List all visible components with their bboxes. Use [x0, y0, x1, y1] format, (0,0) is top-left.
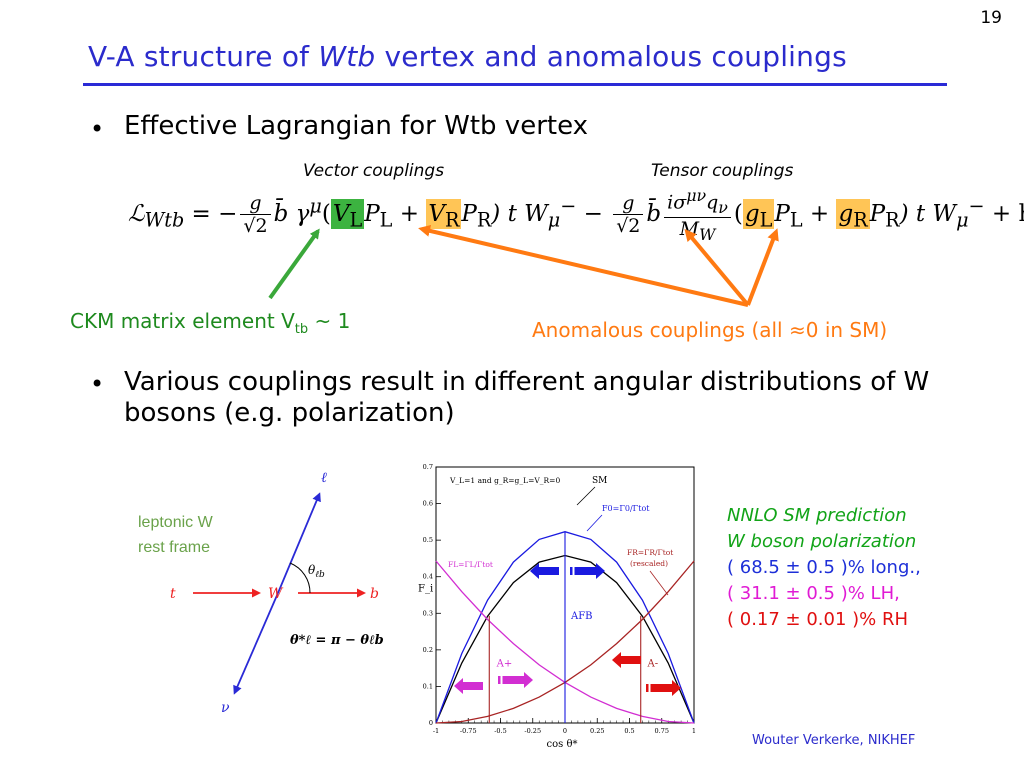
- label-fl: FL=ΓL/Γtot: [448, 560, 493, 569]
- fl-right-arrow-dash: [498, 676, 501, 684]
- title-underline: [83, 83, 947, 86]
- x-axis-label: cos θ*: [547, 739, 578, 750]
- label-afb: AFB: [570, 611, 593, 622]
- gr-coupling: gR: [836, 198, 870, 232]
- y-tick-label: 0: [429, 719, 433, 727]
- vr-coupling: VR: [426, 198, 462, 232]
- eq-sign: = −: [184, 200, 238, 227]
- page-number: 19: [980, 8, 1002, 28]
- x-tick-label: 0.25: [590, 727, 604, 735]
- anomalous-arrow-gl: [684, 228, 750, 307]
- y-tick-label: 0.7: [423, 463, 433, 471]
- fr-right-arrow: [652, 680, 681, 696]
- ell-label: ℓ: [321, 470, 327, 486]
- vl-coupling: VL: [330, 198, 365, 232]
- f0-pointer: [586, 514, 603, 532]
- y-tick-label: 0.2: [423, 646, 433, 654]
- b-gamma: b̄ γ: [273, 200, 310, 227]
- label-fr-rescaled: (rescaled): [630, 559, 668, 568]
- ckm-arrow: [268, 228, 320, 300]
- frac-g-sqrt2: g√2: [240, 192, 271, 237]
- anomalous-arrow-gr: [746, 228, 779, 306]
- bullet-1: Effective Lagrangian for Wtb vertex: [124, 111, 589, 141]
- bullet-dot-1: •: [90, 115, 105, 143]
- lepton-arrow: [277, 492, 321, 594]
- bullet-2: Various couplings result in different an…: [124, 367, 930, 428]
- f0-right-arrow-dash: [574, 567, 577, 575]
- y-tick-label: 0.5: [423, 536, 433, 544]
- f0-right-arrow-dash: [570, 567, 573, 575]
- vector-couplings-label: Vector couplings: [303, 161, 445, 181]
- fl-left-arrow: [454, 678, 483, 694]
- anomalous-arrow-vr: [418, 224, 749, 307]
- y-tick-label: 0.1: [423, 682, 433, 690]
- footer-author: Wouter Verkerke, NIKHEF: [752, 733, 916, 748]
- nnlo-longitudinal: ( 68.5 ± 0.5 )% long.,: [727, 557, 921, 578]
- fl-right-arrow: [504, 672, 533, 688]
- sm-pointer: [576, 486, 596, 506]
- x-tick-label: -1: [433, 727, 439, 735]
- neutrino-arrow: [233, 592, 279, 695]
- nnlo-right-handed: ( 0.17 ± 0.01 )% RH: [727, 609, 909, 630]
- nnlo-left-handed: ( 31.1 ± 0.5 )% LH,: [727, 583, 900, 604]
- chart-annotation: V_L=1 and g_R=g_L=V_R=0: [449, 476, 560, 485]
- f0-right-arrow: [576, 563, 605, 579]
- x-tick-label: -0.5: [494, 727, 507, 735]
- title-em: Wtb: [318, 40, 376, 73]
- fr-pointer: [649, 570, 669, 596]
- x-tick-label: -0.75: [460, 727, 477, 735]
- y-tick-label: 0.3: [423, 609, 433, 617]
- slide-title: V-A structure of Wtb vertex and anomalou…: [88, 40, 847, 73]
- fl-right-arrow-dash: [502, 676, 505, 684]
- anomalous-couplings-label: Anomalous couplings (all ≈0 in SM): [532, 318, 888, 342]
- label-aplus: A+: [496, 658, 513, 669]
- x-tick-label: 1: [692, 727, 696, 735]
- label-fr: FR=ΓR/Γtot: [627, 548, 673, 557]
- gl-coupling: gL: [742, 198, 775, 232]
- title-pre: V-A structure of: [88, 40, 319, 73]
- b-label: b: [370, 586, 379, 602]
- tensor-couplings-label: Tensor couplings: [651, 161, 794, 181]
- polarization-chart: -1 -0.75 -0.5 -0.25 0 0.25 0.5 0.75 1 0 0.1 0.2 0.3 0…: [418, 463, 696, 750]
- nnlo-line2: W boson polarization: [727, 531, 917, 552]
- x-tick-label: 0.75: [655, 727, 669, 735]
- label-aminus: A-: [647, 658, 659, 669]
- x-tick-label: 0.5: [624, 727, 634, 735]
- fr-right-arrow-dash: [650, 684, 653, 692]
- theta-formula: θ*ℓ = π − θℓb: [290, 633, 384, 648]
- y-tick-label: 0.4: [423, 573, 433, 581]
- t-label: t: [170, 586, 176, 602]
- label-f0: F0=Γ0/Γtot: [602, 504, 650, 513]
- wframe-label-1: leptonic W: [138, 514, 214, 531]
- theta-arc: [289, 562, 311, 594]
- fr-right-arrow-dash: [646, 684, 649, 692]
- w-label: W: [268, 586, 284, 602]
- fr-left-arrow: [612, 652, 641, 668]
- wframe-label-2: rest frame: [138, 539, 210, 556]
- f0-left-arrow: [530, 563, 559, 579]
- frac-g-sqrt2-2: g√2: [613, 192, 644, 237]
- x-tick-label: 0: [563, 727, 567, 735]
- w-rest-frame-diagram: leptonic W rest frame ℓ ν t W b θℓb θ*ℓ …: [138, 470, 384, 716]
- nnlo-prediction-box: NNLO SM prediction W boson polarization …: [727, 503, 921, 633]
- y-axis-label: F_i: [418, 583, 433, 594]
- lagrangian-lhs: ℒWtb: [128, 200, 185, 232]
- nnlo-line1: NNLO SM prediction: [727, 505, 907, 526]
- x-tick-label: -0.25: [524, 727, 541, 735]
- nu-label: ν: [221, 700, 230, 716]
- title-post: vertex and anomalous couplings: [375, 40, 847, 73]
- theta-label: θℓb: [308, 563, 325, 580]
- y-tick-label: 0.6: [423, 500, 433, 508]
- ckm-label: CKM matrix element Vtb ~ 1: [70, 309, 351, 337]
- bullet-dot-2: •: [90, 370, 105, 398]
- label-sm: SM: [592, 476, 607, 486]
